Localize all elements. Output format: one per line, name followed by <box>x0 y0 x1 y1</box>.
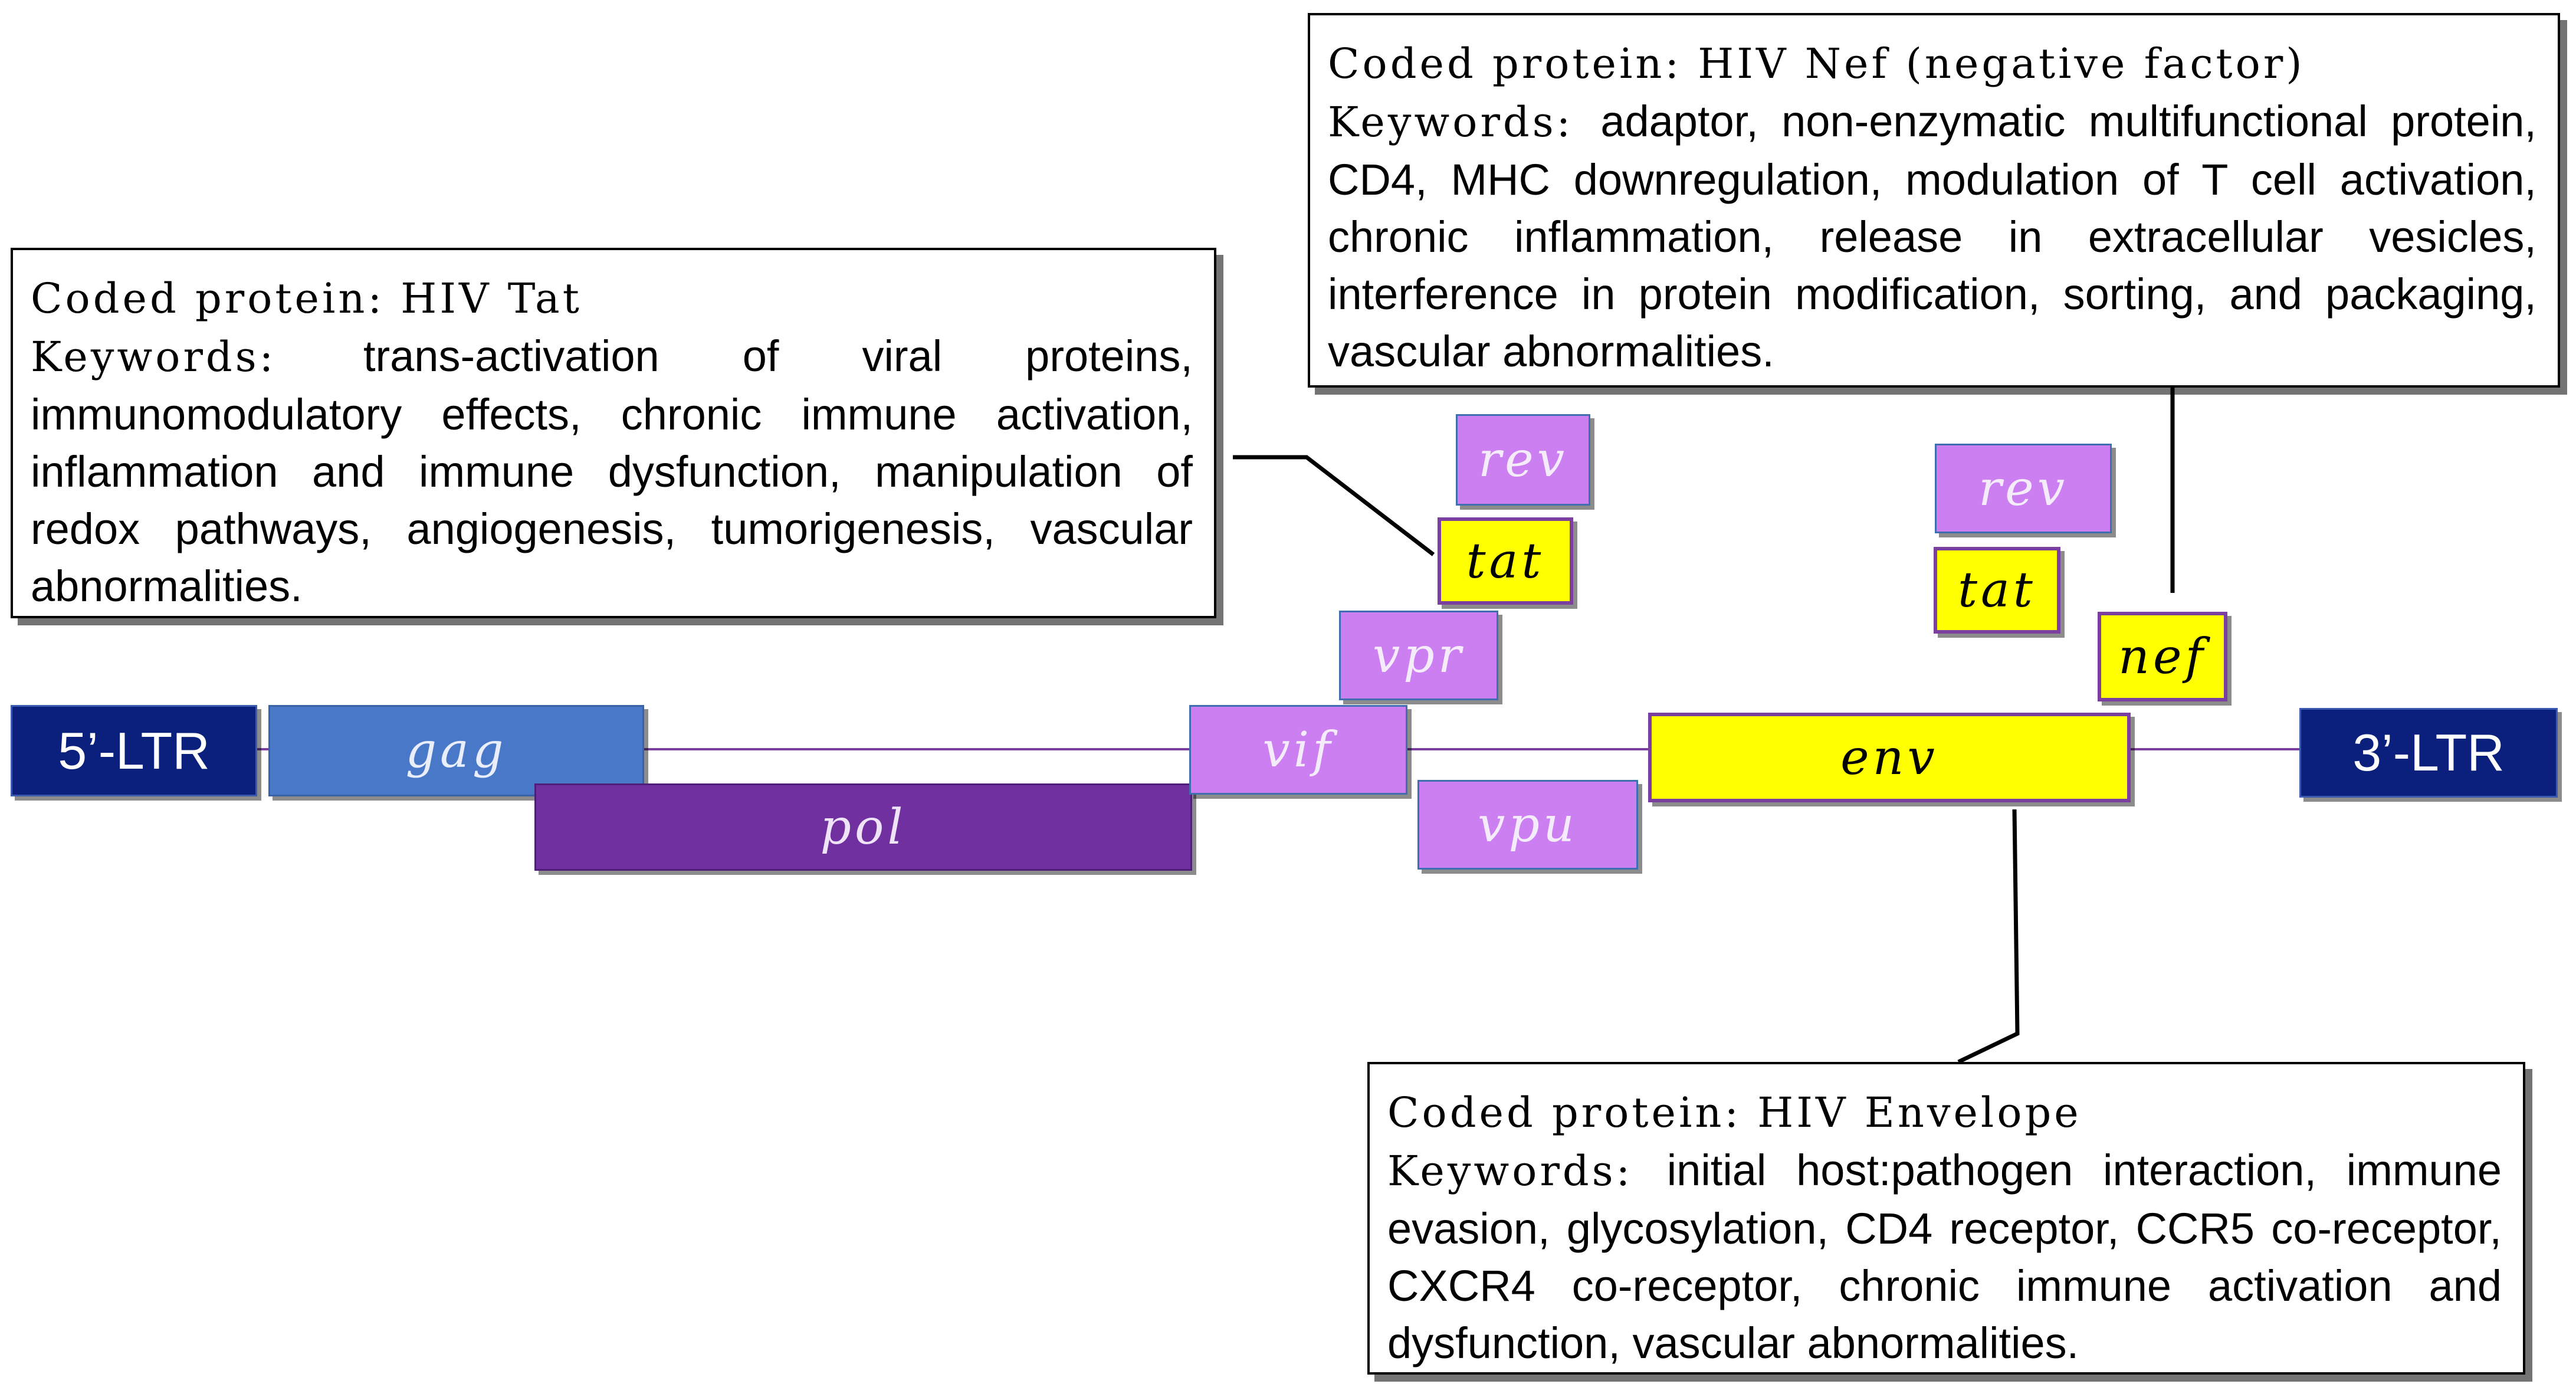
callout-nef: Coded protein: HIV Nef (negative factor)… <box>1308 13 2560 388</box>
gene-rev-exon2: rev <box>1935 444 2112 533</box>
gene-vif: vif <box>1189 705 1407 795</box>
env-connector <box>1957 809 2020 1064</box>
gene-env: env <box>1648 713 2131 802</box>
ltr-5-prime: 5’-LTR <box>11 705 257 796</box>
callout-tat: Coded protein: HIV Tat Keywords: trans-a… <box>11 248 1216 618</box>
gene-vpu: vpu <box>1417 780 1638 870</box>
callout-env-keywords-label: Keywords: <box>1387 1147 1667 1195</box>
callout-env-header: Coded protein: HIV Envelope <box>1387 1088 2082 1137</box>
callout-nef-header: Coded protein: HIV Nef (negative factor) <box>1328 40 2305 88</box>
gene-tat-exon1: tat <box>1438 517 1573 605</box>
tat-connector <box>1233 455 1435 556</box>
callout-env-keywords: initial host:pathogen interaction, immun… <box>1387 1146 2502 1368</box>
ltr-3-prime: 3’-LTR <box>2299 708 2558 798</box>
gene-pol: pol <box>534 783 1192 871</box>
callout-tat-keywords: trans-activation of viral proteins, immu… <box>31 332 1193 611</box>
callout-tat-header: Coded protein: HIV Tat <box>31 274 582 323</box>
callout-env: Coded protein: HIV Envelope Keywords: in… <box>1367 1062 2525 1375</box>
callout-tat-keywords-label: Keywords: <box>31 333 363 381</box>
gene-nef: nef <box>2098 612 2227 701</box>
gene-tat-exon2: tat <box>1934 547 2060 634</box>
callout-nef-keywords-label: Keywords: <box>1328 98 1601 146</box>
gene-vpr: vpr <box>1339 611 1498 700</box>
callout-nef-keywords: adaptor, non-enzymatic multifunctional p… <box>1328 97 2536 376</box>
gene-gag: gag <box>268 705 644 796</box>
gene-rev-exon1: rev <box>1456 414 1590 506</box>
